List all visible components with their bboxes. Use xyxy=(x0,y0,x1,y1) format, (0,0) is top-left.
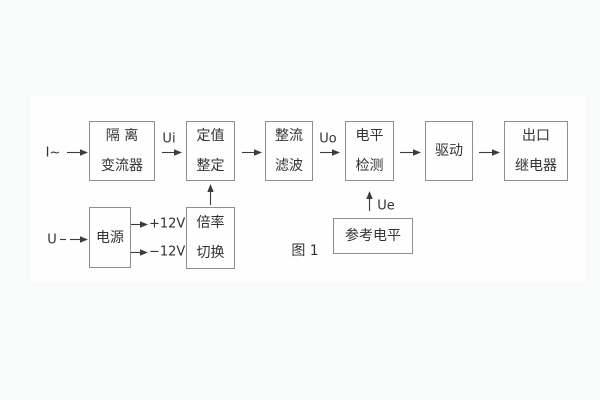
block-relay-line2: 继电器 xyxy=(515,158,557,174)
block-output-relay: 出口 继电器 xyxy=(504,121,568,181)
arrow-level-to-drive xyxy=(400,149,421,156)
block-level-line2: 检测 xyxy=(355,158,384,174)
block-relay-line1: 出口 xyxy=(522,128,550,144)
block-reference-line1: 参考电平 xyxy=(345,228,401,244)
block-isolation-transformer: 隔 离 变流器 xyxy=(89,121,155,181)
block-setpoint-adjust: 定值 整定 xyxy=(186,121,235,181)
label-input-current: I~ xyxy=(45,145,61,161)
block-rectifier-line2: 滤波 xyxy=(275,158,303,174)
arrow-setpoint-to-rectifier xyxy=(242,149,262,156)
block-reference-level: 参考电平 xyxy=(333,218,413,254)
block-rectify-filter: 整流 滤波 xyxy=(265,121,313,181)
block-rectifier-line1: 整流 xyxy=(275,128,303,144)
label-minus-12v: −12V xyxy=(149,244,186,260)
block-level-line1: 电平 xyxy=(355,128,384,144)
arrow-drive-to-relay xyxy=(479,149,500,156)
arrow-power-minus12 xyxy=(131,249,148,256)
label-ue: Ue xyxy=(377,198,395,214)
figure-caption: 图 1 xyxy=(291,243,319,259)
block-drive: 驱动 xyxy=(425,121,473,181)
block-isolation-line2: 变流器 xyxy=(101,158,143,174)
arrow-power-plus12 xyxy=(131,221,148,228)
arrow-i-to-isolation xyxy=(67,149,88,156)
arrow-reference-to-level xyxy=(366,191,373,211)
block-ratio-switch: 倍率 切换 xyxy=(186,207,235,269)
arrow-ratio-to-setpoint xyxy=(207,184,214,205)
block-drive-line1: 驱动 xyxy=(435,143,463,159)
label-plus-12v: +12V xyxy=(149,216,186,232)
arrow-u-to-power xyxy=(60,236,88,243)
arrow-isolation-to-setpoint xyxy=(162,149,182,156)
block-isolation-line1: 隔 离 xyxy=(105,128,139,144)
block-ratio-line1: 倍率 xyxy=(196,215,225,231)
block-ratio-line2: 切换 xyxy=(196,245,225,261)
block-power-supply: 电源 xyxy=(89,207,131,268)
arrow-rectifier-to-level xyxy=(320,149,340,156)
block-setpoint-line1: 定值 xyxy=(196,128,225,144)
label-uo: Uo xyxy=(319,131,337,147)
label-ui: Ui xyxy=(162,131,176,147)
block-setpoint-line2: 整定 xyxy=(196,158,225,174)
label-input-voltage: U xyxy=(47,232,57,248)
block-power-line1: 电源 xyxy=(96,229,124,246)
block-level-detect: 电平 检测 xyxy=(345,121,394,181)
